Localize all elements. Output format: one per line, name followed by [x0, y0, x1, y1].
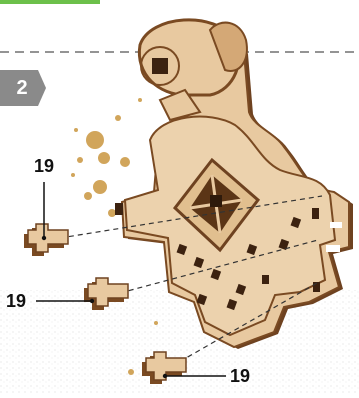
- square-hole: [152, 58, 168, 74]
- callout-label-1: 19: [34, 157, 54, 175]
- callout-label-2: 19: [6, 292, 26, 310]
- peg-part-1: [24, 224, 68, 256]
- top-bar: [0, 0, 100, 4]
- callout-label-3: 19: [230, 367, 250, 385]
- step-number: 2: [12, 77, 32, 99]
